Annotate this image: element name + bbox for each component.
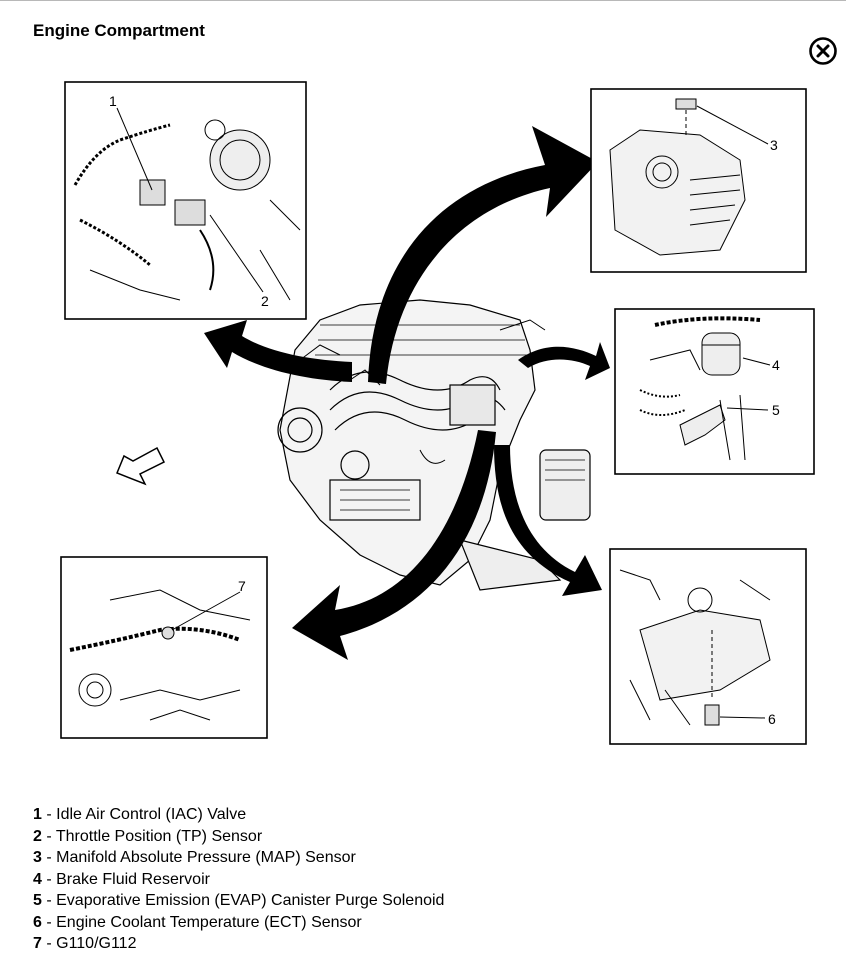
legend-number: 4: [33, 870, 42, 888]
legend-number: 6: [33, 913, 42, 931]
legend-item: 4 - Brake Fluid Reservoir: [33, 869, 444, 891]
callout-number-7: 7: [238, 578, 246, 594]
arrow-to-detail-3: [368, 126, 598, 384]
legend-description: Idle Air Control (IAC) Valve: [56, 806, 247, 823]
pointer-arrows: [204, 126, 610, 660]
detail-box-map: 3: [590, 88, 807, 273]
legend-description: Brake Fluid Reservoir: [56, 870, 210, 888]
callout-legend: 1 - Idle Air Control (IAC) Valve 2 - Thr…: [33, 804, 444, 955]
callout-number-5: 5: [772, 402, 780, 418]
arrow-to-detail-4: [518, 342, 610, 380]
legend-description: G110/G112: [56, 935, 137, 952]
engine-compartment-diagram: 1 2 3 4 5: [60, 81, 815, 745]
legend-item: 3 - Manifold Absolute Pressure (MAP) Sen…: [33, 847, 444, 869]
callout-number-2: 2: [261, 293, 269, 309]
legend-description: Manifold Absolute Pressure (MAP) Sensor: [56, 849, 356, 866]
legend-number: 2: [33, 827, 42, 845]
detail-box-iac-tp: 1 2: [64, 81, 307, 320]
legend-number: 1: [33, 806, 42, 823]
legend-description: Evaporative Emission (EVAP) Canister Pur…: [56, 892, 445, 909]
legend-item: 7 - G110/G112: [33, 933, 444, 955]
legend-number: 7: [33, 935, 42, 952]
legend-item: 5 - Evaporative Emission (EVAP) Canister…: [33, 890, 444, 912]
detail-box-ground: 7: [60, 556, 268, 739]
front-arrow-icon: [116, 446, 166, 486]
detail-box-brake-evap: 4 5: [614, 308, 815, 475]
legend-separator: -: [41, 935, 57, 952]
arrow-to-detail-7: [292, 430, 496, 660]
callout-number-6: 6: [768, 711, 776, 727]
legend-description: Throttle Position (TP) Sensor: [55, 827, 263, 845]
legend-separator: -: [41, 806, 57, 823]
legend-number: 5: [33, 892, 42, 909]
legend-item: 6 - Engine Coolant Temperature (ECT) Sen…: [33, 912, 444, 934]
top-divider: [0, 0, 846, 1]
legend-description: Engine Coolant Temperature (ECT) Sensor: [56, 913, 362, 931]
arrow-to-detail-6: [494, 445, 602, 596]
detail-box-ect: 6: [609, 548, 807, 745]
legend-separator: -: [41, 913, 57, 931]
legend-separator: -: [41, 827, 56, 845]
legend-separator: -: [41, 849, 57, 866]
legend-item: 2 - Throttle Position (TP) Sensor: [33, 826, 444, 848]
callout-number-1: 1: [109, 93, 117, 109]
close-icon[interactable]: [808, 36, 838, 66]
callout-number-3: 3: [770, 137, 778, 153]
legend-separator: -: [41, 892, 57, 909]
legend-separator: -: [41, 870, 57, 888]
callout-number-4: 4: [772, 357, 780, 373]
legend-number: 3: [33, 849, 42, 866]
arrow-to-detail-1: [204, 320, 352, 382]
page-title: Engine Compartment: [33, 21, 205, 40]
legend-item: 1 - Idle Air Control (IAC) Valve: [33, 804, 444, 826]
